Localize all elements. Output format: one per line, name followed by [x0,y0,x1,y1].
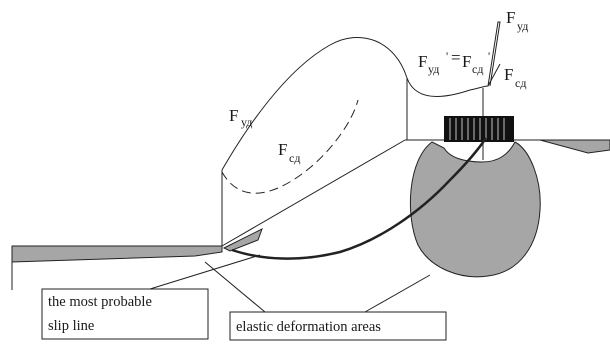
ground-layer-left [11,245,223,263]
footing-stripes [449,118,505,140]
label-f-sd-right-main: F [504,65,513,84]
elastic-deformation-area [409,141,541,278]
label-f-ud-main: F [229,106,238,125]
label-eq-sub2: сд [472,62,483,76]
label-f-sd-right: F сд [504,65,526,90]
label-f-ud-top-main: F [506,8,515,27]
leader-elastic-toe [204,261,266,313]
slope-surface-line [221,139,406,247]
label-eq-sign: = [451,48,461,67]
label-f-sd-sub: сд [289,151,300,165]
label-eq-f2: F [462,52,471,71]
leader-slip-line [149,254,261,290]
slip-line [231,137,488,260]
label-f-sd-curve: F сд [278,140,300,165]
label-eq-prime1: ' [446,49,448,63]
toe-wedge [222,227,263,252]
f-ud-curve [221,21,501,171]
label-f-ud-sub: уд [241,115,252,129]
label-f-ud-curve: F уд [229,106,252,129]
label-eq-sub1: уд [428,62,439,76]
label-f-ud-top-sub: уд [517,19,528,33]
label-eq-prime2: ' [488,49,490,63]
caption-box-slip-line [41,288,209,340]
leader-elastic-area [364,274,431,313]
label-f-equal: F уд ' = F сд ' [418,48,490,76]
caption-box-elastic [229,311,447,341]
caption-slip-line-2: slip line [48,318,94,334]
f-sd-right-line [487,63,501,87]
label-eq-f1: F [418,52,427,71]
label-f-ud-top: F уд [506,8,528,33]
caption-slip-line-1: the most probable [48,294,152,310]
label-f-sd-main: F [278,140,287,159]
caption-elastic-areas: elastic deformation areas [236,319,381,335]
label-f-sd-right-sub: сд [515,76,526,90]
f-sd-curve [221,99,359,194]
ground-layer-right [539,139,610,154]
